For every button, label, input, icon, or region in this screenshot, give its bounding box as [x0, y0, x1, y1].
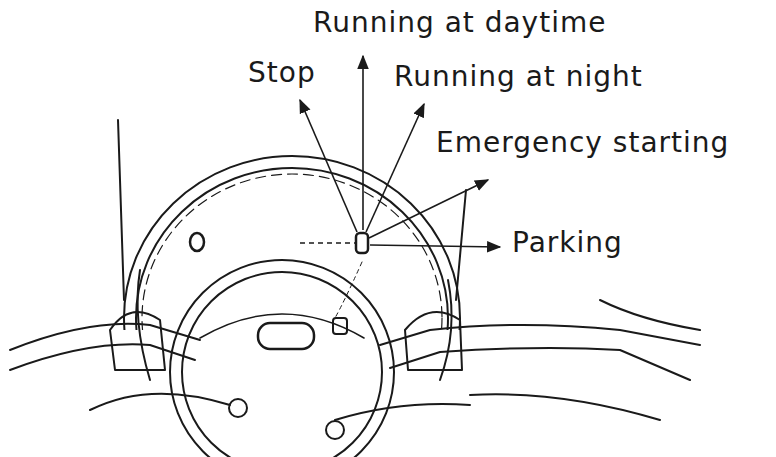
- handlebar-right-lower: [390, 348, 690, 380]
- housing-side-right: [440, 280, 452, 380]
- lamp-slot: [258, 323, 314, 349]
- part-label: Stop: [248, 56, 316, 90]
- housing-rim: [136, 168, 448, 330]
- cable-end-left: [229, 399, 247, 417]
- leader-emergency: [369, 180, 488, 238]
- clamp-left: [110, 312, 165, 370]
- leader-parking: [370, 245, 500, 247]
- part-label: Running at night: [394, 60, 643, 94]
- left-stay: [118, 120, 124, 300]
- cable-end-right: [326, 421, 344, 439]
- handlebar-right: [380, 325, 700, 345]
- leader-daytime: [362, 56, 364, 230]
- part-label: Running at daytime: [313, 6, 606, 40]
- lamp-reflector: [200, 314, 364, 338]
- leader-stop: [300, 100, 357, 232]
- cables: [90, 394, 470, 420]
- part-label: Parking: [512, 226, 623, 260]
- leader-night: [366, 104, 424, 232]
- housing-seam: [142, 174, 442, 330]
- lamp-rim: [170, 260, 394, 457]
- switch-wire: [335, 262, 362, 318]
- housing-hole: [190, 233, 204, 251]
- leader-dashed: [300, 242, 355, 244]
- lamp-lens: [182, 272, 382, 457]
- clamp-right: [405, 312, 462, 370]
- housing-outer: [124, 156, 460, 330]
- right-grip: [470, 300, 700, 420]
- handlebar-left-lower: [10, 344, 195, 370]
- lamp-knob: [333, 318, 347, 334]
- part-label: Emergency starting: [436, 126, 729, 160]
- right-stay: [456, 190, 466, 300]
- key-switch: [356, 233, 368, 253]
